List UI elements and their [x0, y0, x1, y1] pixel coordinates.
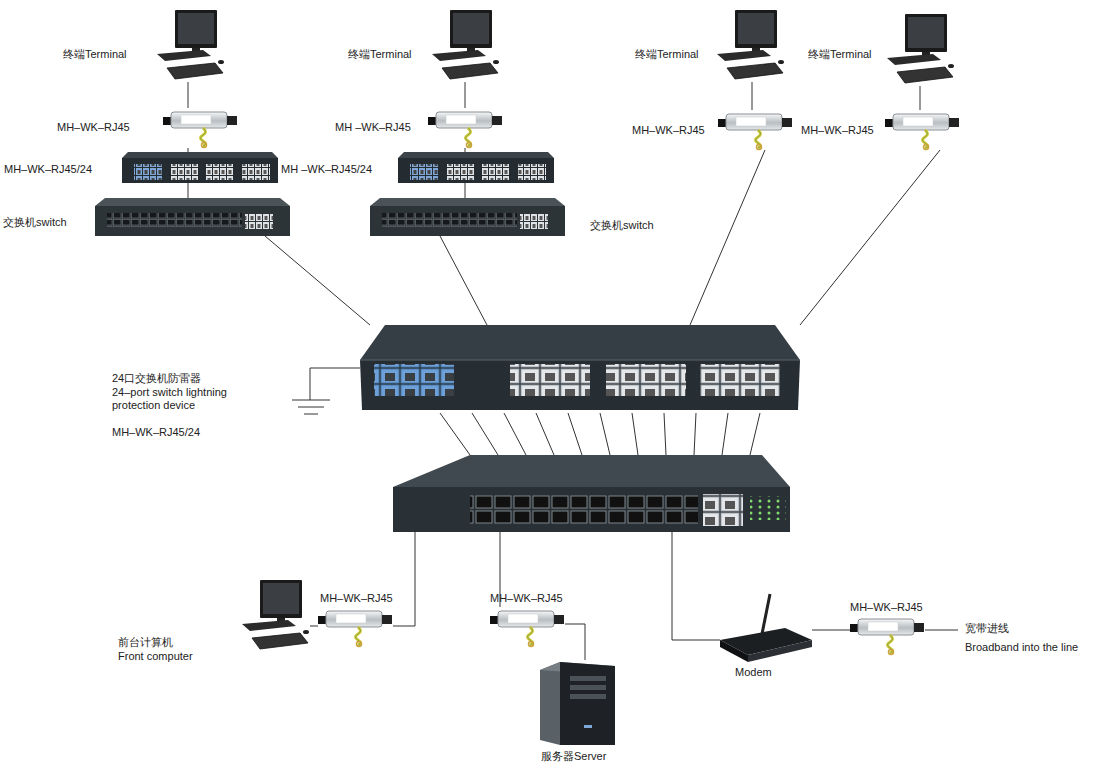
device-node: 前台计算机Front computer	[240, 580, 310, 652]
central-protector	[360, 325, 800, 410]
rj45-protector	[163, 112, 237, 148]
device-label: 24口交换机防雷器	[112, 372, 201, 385]
rj45-protector	[318, 611, 392, 647]
network-cable	[812, 630, 850, 631]
broadband-wire	[925, 630, 958, 631]
device-node	[393, 455, 790, 532]
network-cable	[504, 413, 526, 455]
terminal-computer	[887, 14, 954, 83]
core-switch	[393, 455, 790, 532]
device-label: Modem	[735, 666, 772, 679]
network-cable	[632, 413, 638, 455]
network-cable	[800, 150, 940, 325]
device-label: MH–WK–RJ45/24	[4, 163, 92, 176]
network-cable	[672, 532, 720, 640]
device-label: MH–WK–RJ45	[57, 121, 130, 134]
device-label: Front computer	[118, 650, 193, 663]
terminal-computer	[717, 10, 784, 79]
network-cable	[265, 236, 370, 325]
line-label: Broadband into the line	[965, 641, 1078, 654]
device-label: 交换机switch	[590, 219, 654, 232]
network-cable	[694, 413, 696, 455]
device-node: MH –WK–RJ45/24	[398, 152, 554, 183]
device-label: 终端Terminal	[808, 48, 872, 61]
network-cable	[920, 86, 921, 110]
ground-symbol	[292, 368, 360, 414]
device-node: 终端Terminal	[715, 10, 785, 82]
device-label: 终端Terminal	[635, 48, 699, 61]
network-cable	[465, 82, 466, 108]
device-label: MH –WK–RJ45	[335, 121, 411, 134]
rj45-protector	[428, 112, 502, 148]
network-cable	[465, 183, 466, 198]
rack-protector	[398, 152, 554, 183]
server-tower	[540, 662, 615, 745]
device-node: MH–WK–RJ45	[490, 607, 565, 647]
network-cable	[440, 413, 470, 455]
rj45-protector	[718, 114, 792, 150]
terminal-computer	[157, 10, 224, 79]
front-computer	[242, 580, 309, 649]
modem	[720, 594, 812, 662]
line-label: 宽带进线	[965, 622, 1009, 635]
network-cable	[393, 532, 415, 626]
device-label: 终端Terminal	[63, 48, 127, 61]
terminal-computer	[432, 10, 499, 79]
device-node: MH–WK–RJ45	[318, 607, 393, 647]
device-node: MH–WK–RJ45	[163, 108, 238, 148]
network-cable	[568, 413, 582, 455]
device-label: MH –WK–RJ45/24	[281, 163, 372, 176]
device-node: MH–WK–RJ45/24	[122, 152, 278, 183]
device-label: MH–WK–RJ45	[320, 592, 393, 605]
network-cable	[188, 183, 189, 198]
device-node: 交换机switch	[370, 198, 565, 236]
device-node: 终端Terminal	[430, 10, 500, 82]
device-node: Modem	[720, 590, 812, 662]
device-label: MH–WK–RJ45	[490, 592, 563, 605]
device-label: 交换机switch	[3, 216, 67, 229]
network-switch	[370, 198, 565, 236]
device-node: MH –WK–RJ45	[428, 108, 503, 148]
network-cable	[310, 626, 318, 627]
device-label: 终端Terminal	[348, 48, 412, 61]
device-label: MH–WK–RJ45/24	[112, 426, 200, 439]
network-cable	[752, 82, 753, 110]
rack-protector	[122, 152, 278, 183]
device-node: 终端Terminal	[885, 14, 955, 86]
device-node: 服务器Server	[540, 660, 615, 745]
network-cable	[465, 148, 466, 152]
device-node: MH–WK–RJ45	[885, 110, 960, 150]
network-cable	[722, 413, 728, 455]
device-label: MH–WK–RJ45	[850, 601, 923, 614]
rj45-protector	[490, 611, 564, 647]
network-cable	[600, 413, 610, 455]
network-cable	[690, 150, 765, 325]
device-label: MH–WK–RJ45	[632, 124, 705, 137]
network-cable	[536, 413, 554, 455]
device-node: 24口交换机防雷器24–port switch lightning protec…	[360, 325, 800, 413]
device-label: 服务器Server	[541, 750, 606, 763]
rj45-protector	[850, 619, 924, 655]
network-cable	[664, 413, 666, 455]
network-switch	[95, 198, 290, 236]
device-node: 终端Terminal	[155, 10, 225, 82]
device-label: 24–port switch lightning protection devi…	[112, 386, 247, 412]
device-node: MH–WK–RJ45	[718, 110, 793, 150]
network-cable	[188, 148, 189, 152]
device-label: 前台计算机	[118, 636, 173, 649]
device-node: 交换机switch	[95, 198, 290, 236]
device-label: MH–WK–RJ45	[801, 124, 874, 137]
network-cable	[565, 624, 585, 660]
rj45-protector	[885, 114, 959, 150]
network-cable	[440, 236, 487, 325]
network-cable	[750, 413, 760, 455]
device-node: MH–WK–RJ45	[850, 615, 925, 657]
network-cable	[472, 413, 498, 455]
network-cable	[188, 82, 189, 108]
